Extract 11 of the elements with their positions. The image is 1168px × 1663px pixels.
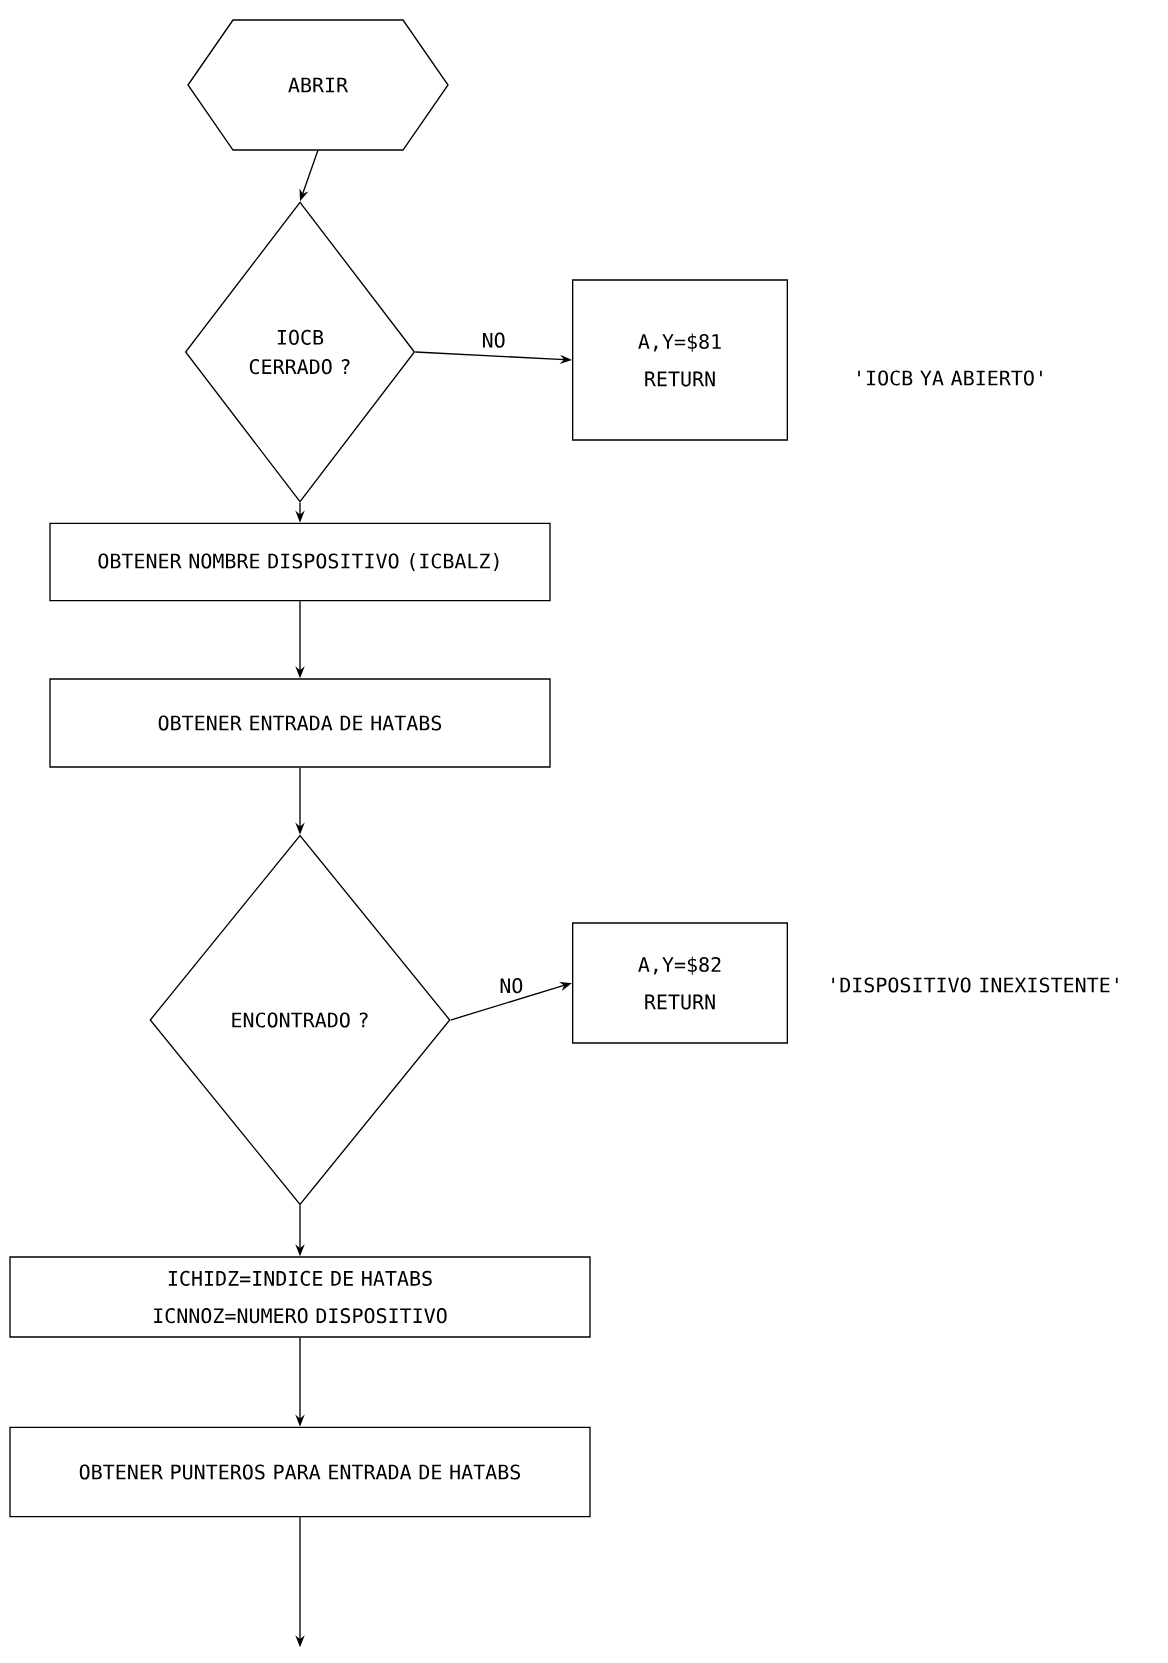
terminal-hexagon: ABRIR (187, 19, 449, 151)
process-box: A,Y=$81 RETURN (572, 279, 788, 441)
process-box: OBTENER PUNTEROS PARA ENTRADA DE HATABS (9, 1426, 591, 1518)
process-box: A,Y=$82 RETURN (572, 922, 788, 1044)
process-box: OBTENER NOMBRE DISPOSITIVO (ICBALZ) (49, 522, 551, 602)
note-text: 'IOCB YA ABIERTO' (858, 370, 1042, 386)
edge-label: NO (496, 975, 527, 996)
edge-label: NO (478, 329, 509, 351)
process-box: ICHIDZ=INDICE DE HATABS ICNNOZ=NUMERO DISPOSITIVO (9, 1256, 591, 1338)
note-text: 'DISPOSITIVO INEXISTENTE' (832, 977, 1118, 993)
process-box: OBTENER ENTRADA DE HATABS (49, 678, 551, 768)
